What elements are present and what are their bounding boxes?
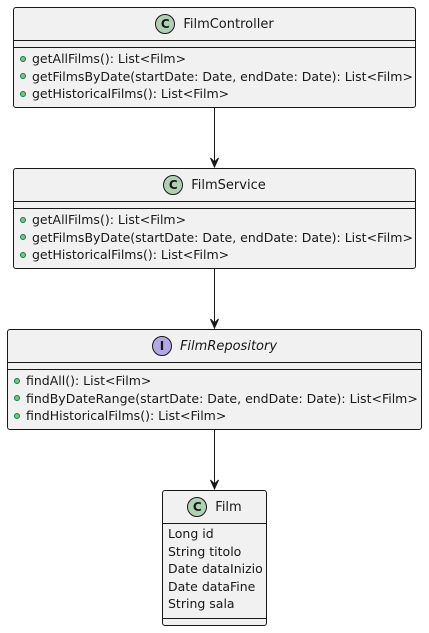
class-film[interactable]: C Film Long id String titolo Date dataIn… xyxy=(162,490,267,626)
method-item: findByDateRange(startDate: Date, endDate… xyxy=(8,390,421,408)
class-name: Film xyxy=(215,499,242,515)
divider xyxy=(14,40,415,41)
method-item: getHistoricalFilms(): List<Film> xyxy=(14,85,415,103)
method-item: findHistoricalFilms(): List<Film> xyxy=(8,407,421,425)
method-item: findAll(): List<Film> xyxy=(8,372,421,390)
public-method-icon xyxy=(14,377,20,384)
divider xyxy=(8,362,421,363)
class-name: FilmService xyxy=(191,177,266,193)
public-method-icon xyxy=(14,395,20,402)
field-list: Long id String titolo Date dataInizio Da… xyxy=(163,524,266,613)
class-header: C FilmService xyxy=(14,169,415,201)
field-item: String sala xyxy=(168,596,235,612)
method-item: getFilmsByDate(startDate: Date, endDate:… xyxy=(14,229,415,247)
method-item: getAllFilms(): List<Film> xyxy=(14,211,415,229)
interface-badge-icon: I xyxy=(151,336,172,356)
field-item: String titolo xyxy=(168,543,242,559)
divider xyxy=(14,47,415,48)
arrowhead-repository-to-film xyxy=(210,479,219,491)
public-method-icon xyxy=(20,251,26,258)
arrowhead-service-to-repository xyxy=(210,318,219,330)
field-item: Date dataInizio xyxy=(168,561,263,577)
public-method-icon xyxy=(20,90,26,97)
public-method-icon xyxy=(20,55,26,62)
class-badge-icon: C xyxy=(187,497,208,517)
method-item: getFilmsByDate(startDate: Date, endDate:… xyxy=(14,68,415,86)
divider xyxy=(14,201,415,202)
class-header: C Film xyxy=(163,491,266,523)
field-item: Long id xyxy=(168,526,214,542)
class-filmservice[interactable]: C FilmService getAllFilms(): List<Film> … xyxy=(13,168,416,269)
class-filmcontroller[interactable]: C FilmController getAllFilms(): List<Fil… xyxy=(13,7,416,108)
method-list: getAllFilms(): List<Film> getFilmsByDate… xyxy=(14,48,415,103)
divider xyxy=(163,523,266,524)
class-name: FilmController xyxy=(183,16,274,32)
method-item: getHistoricalFilms(): List<Film> xyxy=(14,246,415,264)
method-list: getAllFilms(): List<Film> getFilmsByDate… xyxy=(14,209,415,264)
arrowhead-controller-to-service xyxy=(210,157,219,169)
field-item: Date dataFine xyxy=(168,578,256,594)
public-method-icon xyxy=(20,216,26,223)
method-list: findAll(): List<Film> findByDateRange(st… xyxy=(8,370,421,425)
interface-filmrepository[interactable]: I FilmRepository findAll(): List<Film> f… xyxy=(7,329,422,430)
method-item: getAllFilms(): List<Film> xyxy=(14,50,415,68)
divider xyxy=(8,369,421,370)
public-method-icon xyxy=(20,234,26,241)
divider xyxy=(14,208,415,209)
class-badge-icon: C xyxy=(163,175,184,195)
class-header: I FilmRepository xyxy=(8,330,421,362)
public-method-icon xyxy=(20,73,26,80)
divider xyxy=(163,618,266,619)
public-method-icon xyxy=(14,412,20,419)
class-badge-icon: C xyxy=(155,14,176,34)
class-header: C FilmController xyxy=(14,8,415,40)
class-name: FilmRepository xyxy=(179,338,278,354)
